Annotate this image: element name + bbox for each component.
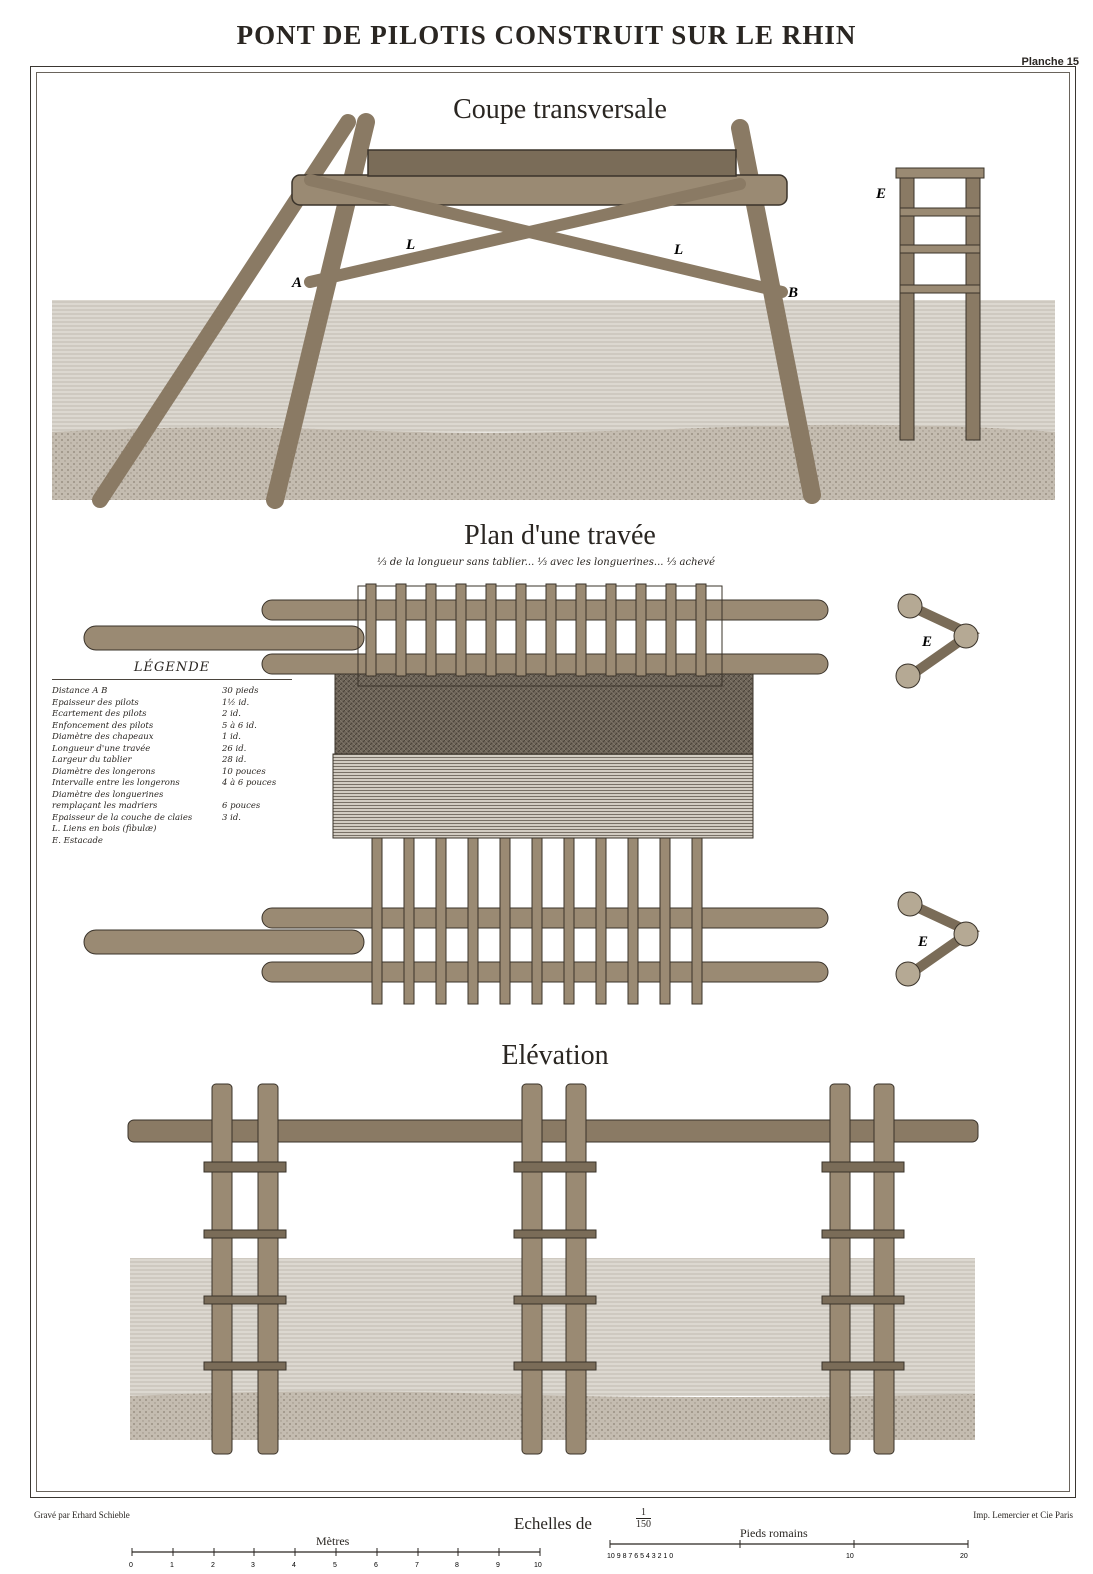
legend-row: Intervalle entre les longerons 4 à 6 pouc… [52,778,292,790]
pieds-small-ticks: 10 9 8 7 6 5 4 3 2 1 0 [607,1553,673,1560]
legend-row-value: 5 à 6 id. [222,720,257,731]
legend-row: Longueur d'une travée 26 id. [52,744,292,756]
legend-title: LÉGENDE [133,660,211,675]
metres-tick: 5 [333,1562,337,1569]
label-l-right: L [673,242,683,258]
outer-frame [30,66,1076,1498]
pieds-tick-10: 10 [846,1553,854,1560]
legend-row: remplaçant les madriers 6 pouces [52,801,292,813]
legend-row-value: 4 à 6 pouces [222,778,277,788]
legend-row: Ecartement des pilots 2 id. [52,709,292,721]
legend-row-value: 28 id. [222,755,247,765]
metres-tick: 9 [496,1562,500,1569]
legend-row-value: 1 id. [222,732,241,742]
metres-tick: 7 [415,1562,419,1569]
pieds-scale-bar [609,1540,969,1548]
metres-tick: 0 [129,1562,133,1569]
legend-row: Distance A B 30 pieds [52,686,292,698]
legend-row-label: remplaçant les madriers [52,801,158,811]
legend-row-value: 30 pieds [222,686,259,696]
plate-number: Planche 15 [1021,56,1079,68]
legend-row-value: 2 id. [222,709,241,719]
legend-row-label: Largeur du tablier [52,755,132,765]
legend-row: E. Estacade [52,836,292,848]
pieds-label: Pieds romains [740,1526,808,1540]
legend-row: Epaisseur de la couche de claies 3 id. [52,813,292,825]
legend-row-value [222,790,292,802]
legend-rule [52,679,292,680]
legend-row: Enfoncement des pilots 5 à 6 id. [52,721,292,733]
legend-row-label: Distance A B [52,686,108,696]
label-e-estacade: E [875,186,886,202]
legend-row-label: Epaisseur de la couche de claies [52,812,193,823]
plan-drawing [83,583,980,1005]
inner-frame [36,72,1070,1492]
legend-row: L. Liens en bois (fibulæ) [52,824,292,836]
elevation-bed [130,1391,975,1440]
label-e-plan-top: E [921,634,932,650]
scale-title: Echelles de [514,1514,592,1533]
legend-row-label: E. Estacade [52,835,103,846]
label-e-plan-bottom: E [917,934,928,950]
metres-tick: 1 [170,1562,174,1569]
legend-row-value: 6 pouces [222,801,261,811]
legend-row-value: 1½ id. [222,697,250,708]
cross-section-drawing [52,113,1055,509]
legend-row-label: Enfoncement des pilots [52,720,154,731]
label-b: B [787,285,798,301]
legend-row-value: 26 id. [222,743,247,754]
metres-tick: 6 [374,1562,378,1569]
plate-title: PONT DE PILOTIS CONSTRUIT SUR LE RHIN [236,20,857,50]
scale-fraction: 1 150 [636,1508,651,1530]
legend-row: Diamètre des longerons 10 pouces [52,767,292,779]
legend-row-value [222,824,292,836]
label-l-left: L [405,237,415,253]
legend-row-value: 3 id. [222,812,241,823]
metres-tick: 2 [211,1562,215,1569]
legend-row: Diamètre des chapeaux 1 id. [52,732,292,744]
legend-rows: Distance A B 30 pieds Epaisseur des pilot… [52,686,292,847]
metres-tick: 3 [251,1562,255,1569]
metres-tick: 8 [455,1562,459,1569]
elevation-drawing [127,1083,979,1455]
legend-row: Diamètre des longuerines [52,790,292,802]
legend-row-label: Diamètre des longerons [52,766,156,777]
legend-row-label: Longueur d'une travée [52,743,151,754]
legend-row-value: 10 pouces [222,766,266,777]
elevation-title: Elévation [501,1040,609,1071]
cross-section-title: Coupe transversale [453,94,667,125]
metres-scale-bar [131,1548,541,1556]
printer-credit: Imp. Lemercier et Cie Paris [973,1510,1073,1520]
legend-row-label: Diamètre des longuerines [52,789,164,800]
plan-title: Plan d'une travée [464,520,656,551]
legend-row-label: Diamètre des chapeaux [52,732,154,742]
scale-denominator: 150 [636,1518,651,1530]
metres-tick: 4 [292,1562,296,1569]
legend-panel: LÉGENDE Distance A B 30 pieds Epaisseur d… [52,660,292,847]
legend-row: Epaisseur des pilots 1½ id. [52,698,292,710]
scale-numerator: 1 [641,1507,646,1518]
engraver-credit: Gravé par Erhard Schieble [34,1510,130,1520]
metres-label: Mètres [316,1534,350,1548]
legend-row-label: Intervalle entre les longerons [52,778,180,788]
legend-row-label: Ecartement des pilots [52,709,147,719]
label-a: A [291,275,302,291]
plan-subtitle: ⅓ de la longueur sans tablier... ⅓ avec … [376,557,716,568]
metres-tick-labels: 0 1 2 3 4 5 6 7 8 9 10 [129,1562,542,1569]
legend-row: Largeur du tablier 28 id. [52,755,292,767]
metres-tick: 10 [534,1562,542,1569]
legend-row-label: Epaisseur des pilots [52,697,139,708]
legend-row-label: L. Liens en bois (fibulæ) [52,824,157,834]
legend-row-value [222,836,292,848]
pieds-tick-20: 20 [960,1553,968,1560]
